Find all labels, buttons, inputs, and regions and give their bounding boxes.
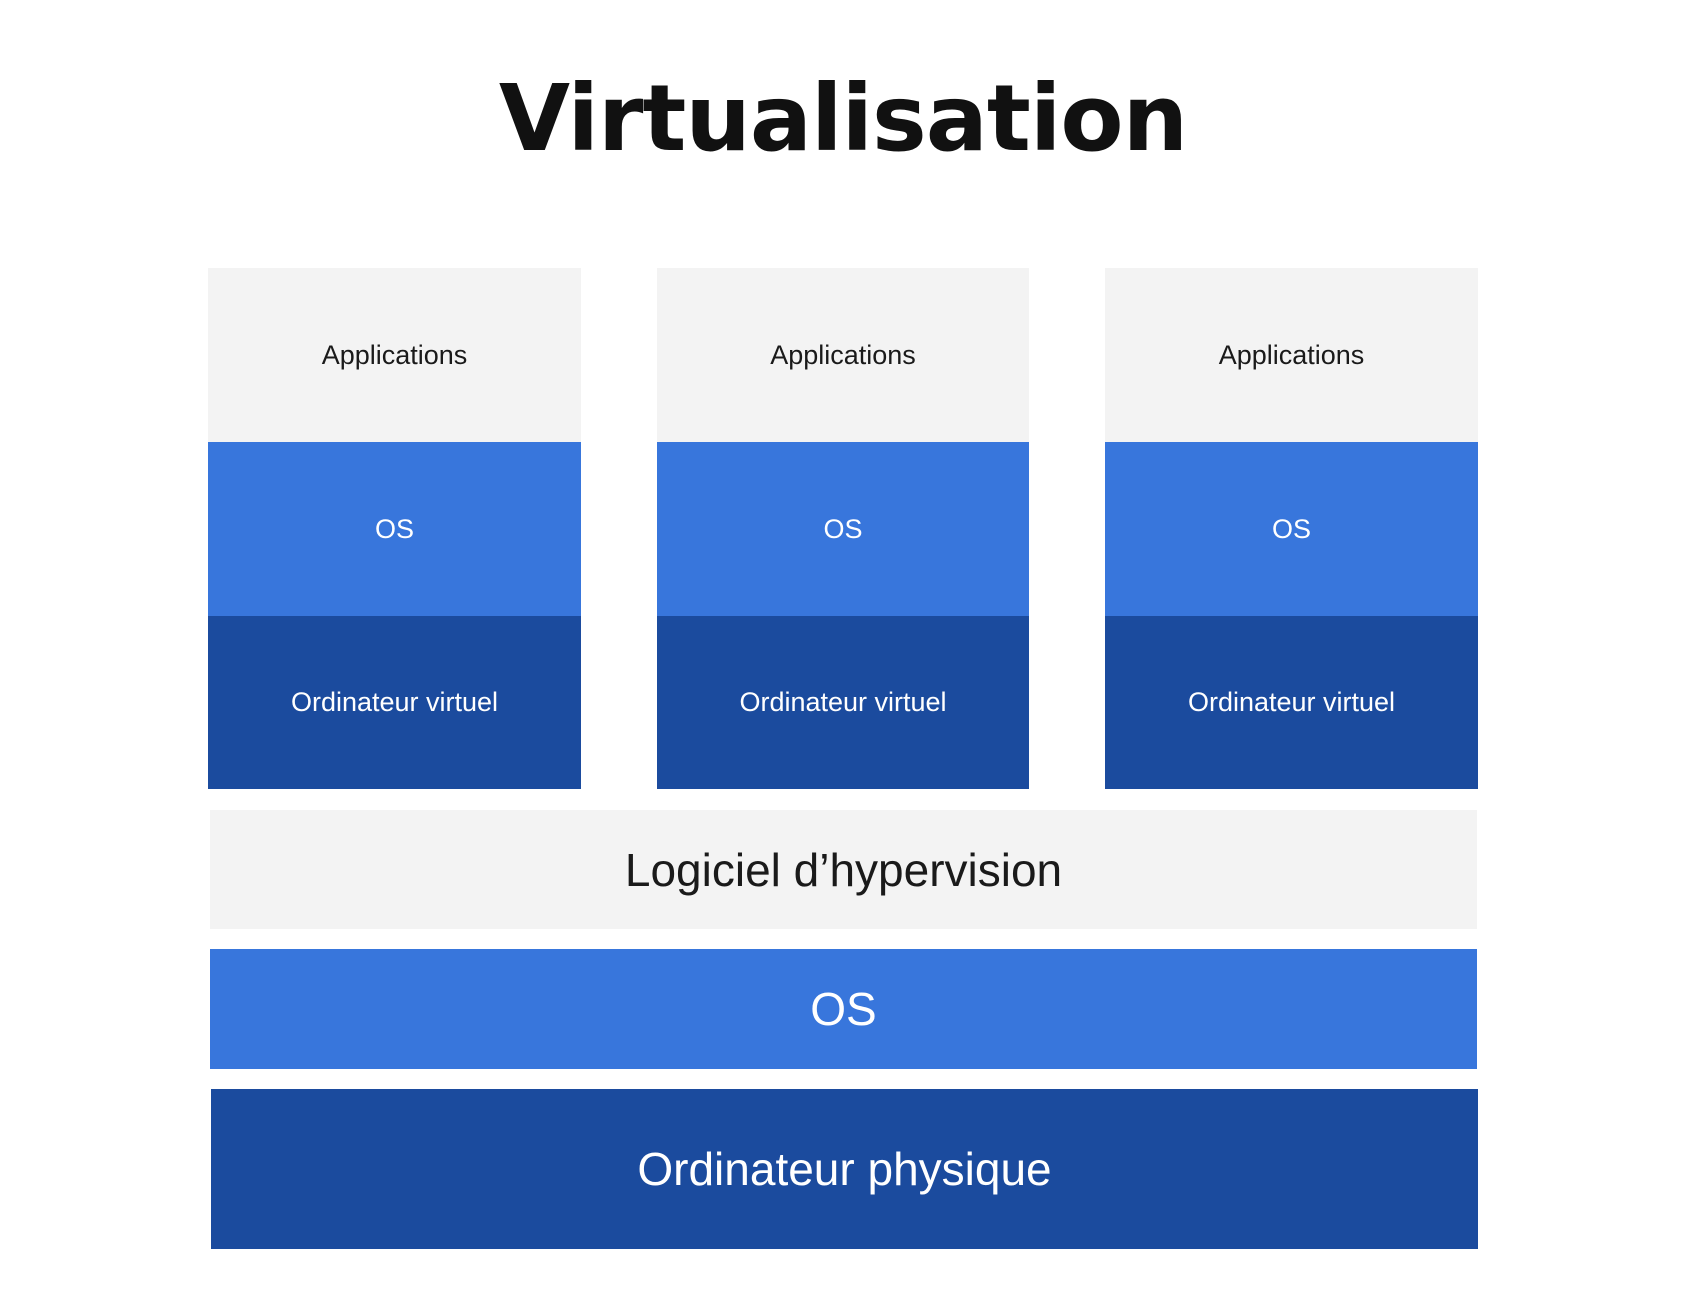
vm-1-virtual-computer-layer: Ordinateur virtuel — [208, 616, 581, 789]
hypervisor-layer: Logiciel d’hypervision — [210, 810, 1477, 929]
vm-1-os-layer: OS — [208, 442, 581, 616]
vm-3-virtual-computer-layer: Ordinateur virtuel — [1105, 616, 1478, 789]
host-os-layer: OS — [210, 949, 1477, 1069]
physical-computer-layer: Ordinateur physique — [211, 1089, 1478, 1249]
vm-3-os-layer: OS — [1105, 442, 1478, 616]
vm-2-os-layer: OS — [657, 442, 1029, 616]
vm-2-applications-layer: Applications — [657, 268, 1029, 442]
vm-3-applications-layer: Applications — [1105, 268, 1478, 442]
vm-2-virtual-computer-layer: Ordinateur virtuel — [657, 616, 1029, 789]
diagram-title: Virtualisation — [498, 65, 1188, 172]
vm-1-applications-layer: Applications — [208, 268, 581, 442]
